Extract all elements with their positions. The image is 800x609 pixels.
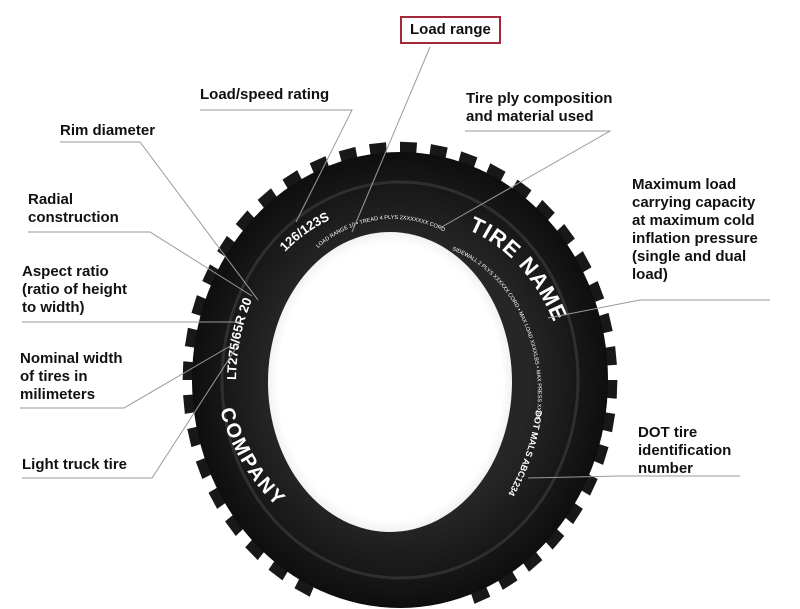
leader-radial <box>28 231 253 297</box>
label-ply-line-2: and material used <box>466 108 594 125</box>
label-max-load-line-2: carrying capacity <box>632 194 756 211</box>
label-max-load-line-3: at maximum cold <box>632 212 755 229</box>
label-aspect-line-1: Aspect ratio <box>22 263 109 280</box>
label-dot-line-3: number <box>638 460 694 477</box>
leader-lines <box>20 46 770 479</box>
leader-rim <box>60 141 259 301</box>
label-nominal-line-1: Nominal width <box>20 350 123 367</box>
rim-opening <box>268 232 512 532</box>
leader-dot <box>527 475 740 479</box>
leader-load-speed <box>200 109 353 223</box>
label-dot-id: DOT tire identification number <box>638 424 731 478</box>
label-max-load-line-6: load) <box>632 266 668 283</box>
label-max-load-line-1: Maximum load <box>632 176 737 193</box>
label-ply-composition: Tire ply composition and material used <box>466 90 612 126</box>
label-load-range: Load range <box>400 16 501 44</box>
label-aspect-ratio: Aspect ratio (ratio of height to width) <box>22 263 127 317</box>
label-aspect-line-3: to width) <box>22 299 85 316</box>
label-nominal-width: Nominal width of tires in milimeters <box>20 350 123 404</box>
label-load-speed-rating: Load/speed rating <box>200 86 330 103</box>
label-rim-diameter: Rim diameter <box>60 122 156 139</box>
leader-max-load <box>547 299 770 319</box>
label-max-load-line-4: inflation pressure <box>632 230 758 247</box>
label-ply-line-1: Tire ply composition <box>466 90 613 107</box>
label-dot-line-2: identification <box>638 442 732 459</box>
leader-light <box>22 341 241 479</box>
leader-ply <box>439 130 612 229</box>
label-radial-construction: Radial construction <box>28 191 119 227</box>
sidewall-ring <box>220 180 580 580</box>
leader-load-range <box>351 46 431 233</box>
label-max-load-line-5: (single and dual <box>632 248 747 265</box>
label-nominal-line-3: milimeters <box>20 386 96 403</box>
label-nominal-line-2: of tires in <box>20 368 88 385</box>
leader-nominal <box>20 344 233 409</box>
label-max-load: Maximum load carrying capacity at maximu… <box>632 176 758 284</box>
label-radial-line-2: construction <box>28 209 119 226</box>
label-radial-line-1: Radial <box>28 191 74 208</box>
label-light-truck-tire: Light truck tire <box>22 456 128 473</box>
label-aspect-line-2: (ratio of height <box>22 281 127 298</box>
label-dot-line-1: DOT tire <box>638 424 698 441</box>
